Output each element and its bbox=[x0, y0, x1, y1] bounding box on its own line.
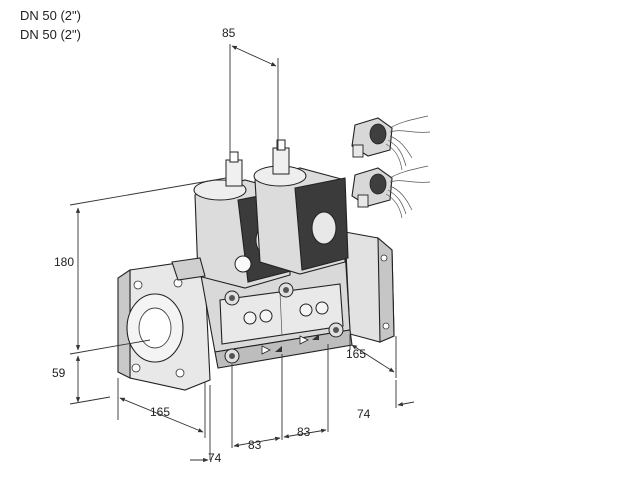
dim-165-right: 165 bbox=[346, 347, 366, 361]
dim-83-second: 83 bbox=[297, 425, 311, 439]
dim-85: 85 bbox=[222, 26, 236, 40]
size-label-2: DN 50 (2") bbox=[20, 27, 81, 42]
dim-74-right: 74 bbox=[357, 407, 371, 421]
dimension-lines bbox=[69, 44, 415, 463]
dim-74-left: 74 bbox=[208, 451, 222, 465]
valve-assembly bbox=[117, 139, 395, 391]
dim-165-left: 165 bbox=[150, 405, 170, 419]
left-flange bbox=[117, 261, 211, 391]
actuator-right bbox=[253, 139, 349, 275]
port-fittings bbox=[224, 282, 344, 364]
dim-59: 59 bbox=[52, 366, 66, 380]
connector-lower bbox=[351, 165, 431, 219]
right-flange bbox=[344, 231, 395, 343]
dim-83-first: 83 bbox=[248, 438, 262, 452]
size-label-1: DN 50 (2") bbox=[20, 8, 81, 23]
connector-upper bbox=[351, 115, 431, 171]
dim-180: 180 bbox=[54, 255, 74, 269]
